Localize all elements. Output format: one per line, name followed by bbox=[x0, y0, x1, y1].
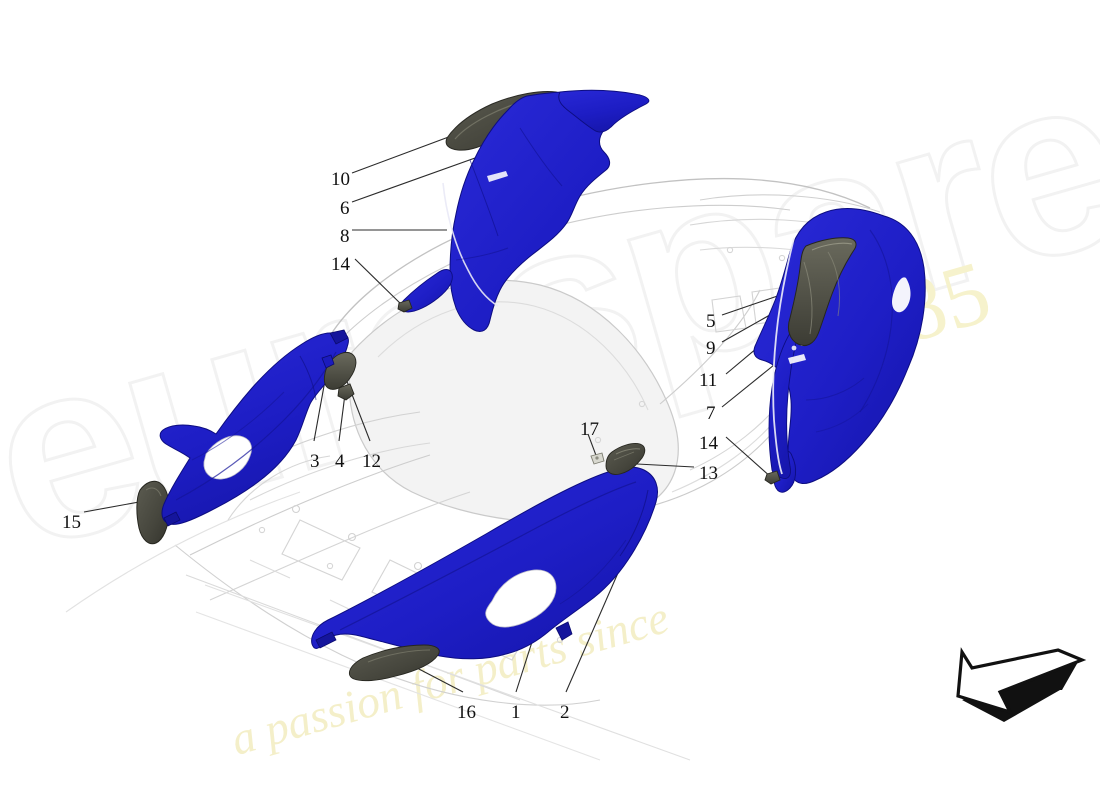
callout-label-9[interactable]: 9 bbox=[706, 338, 716, 359]
callout-label-16[interactable]: 16 bbox=[457, 702, 476, 723]
callout-label-2[interactable]: 2 bbox=[560, 702, 570, 723]
callout-label-14-left[interactable]: 14 bbox=[331, 254, 350, 275]
part-left-front-fender bbox=[159, 329, 349, 527]
part-3-clip bbox=[321, 354, 335, 369]
callout-label-15[interactable]: 15 bbox=[62, 512, 81, 533]
part-14-right-clip bbox=[764, 470, 781, 485]
callout-label-14-right[interactable]: 14 bbox=[699, 433, 718, 454]
part-right-rear-quarter-panel bbox=[753, 208, 926, 493]
callout-label-3[interactable]: 3 bbox=[310, 451, 320, 472]
part-14-left-clip bbox=[397, 299, 413, 313]
callout-label-8[interactable]: 8 bbox=[340, 226, 350, 247]
callout-label-10[interactable]: 10 bbox=[331, 169, 350, 190]
callout-label-12[interactable]: 12 bbox=[362, 451, 381, 472]
part-6-8-rear-pillar-panel bbox=[400, 89, 650, 333]
part-17-fastener bbox=[590, 452, 605, 465]
callout-label-6[interactable]: 6 bbox=[340, 198, 350, 219]
part-16-sill-moulding bbox=[348, 644, 440, 682]
callout-label-17[interactable]: 17 bbox=[580, 419, 599, 440]
callout-label-11[interactable]: 11 bbox=[699, 370, 718, 391]
part-15-end-cap bbox=[136, 480, 170, 545]
callout-label-1[interactable]: 1 bbox=[511, 702, 521, 723]
callout-label-4[interactable]: 4 bbox=[335, 451, 345, 472]
part-1-2-rear-fender-panel bbox=[311, 466, 658, 660]
callout-label-13[interactable]: 13 bbox=[699, 463, 718, 484]
part-4-bracket bbox=[337, 383, 355, 401]
part-5-9-grey-insert bbox=[787, 237, 857, 347]
callout-label-7[interactable]: 7 bbox=[706, 403, 716, 424]
callout-label-5[interactable]: 5 bbox=[706, 311, 716, 332]
part-13-bracket bbox=[605, 443, 646, 475]
